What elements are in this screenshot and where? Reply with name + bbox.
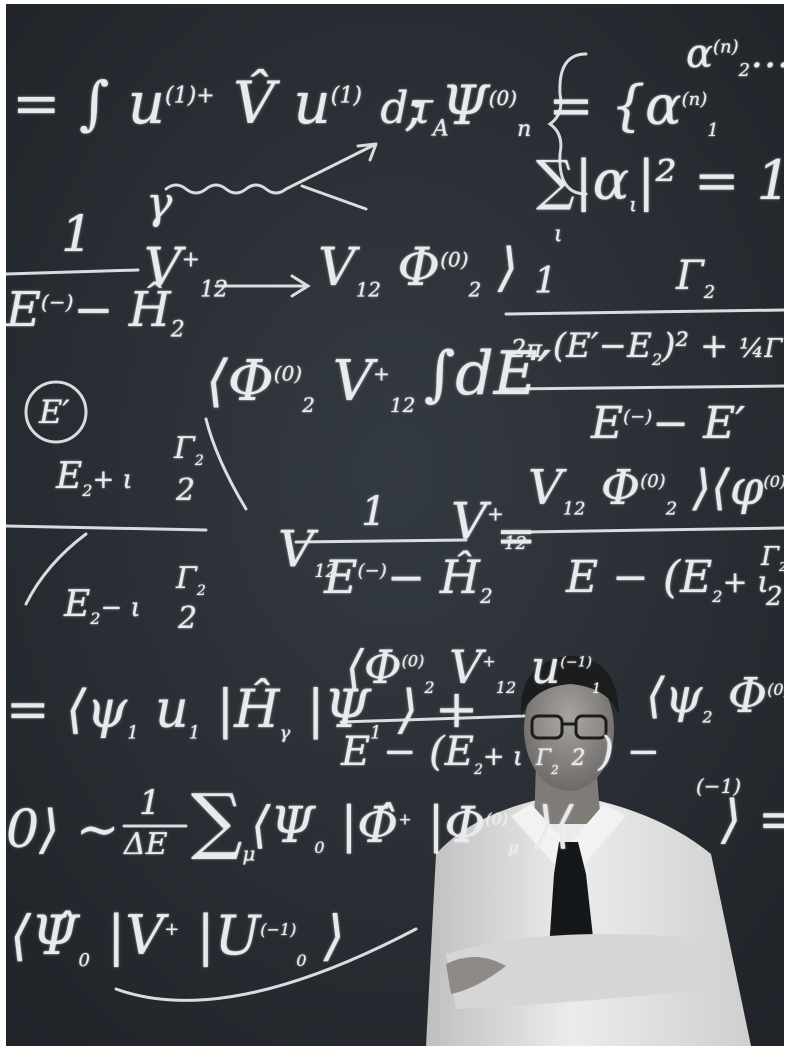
chalk-strokes [6, 52, 784, 1002]
collar-right [571, 804, 626, 864]
formula-bottom-frac-num: 1 [139, 783, 161, 823]
formula-bottom-sum: ∑μ [191, 778, 256, 866]
formula-pole-gamma-upper: Γ2 [174, 431, 204, 469]
formula-normalization: ∑|αι|² = 1 [536, 149, 784, 216]
formula-right-den-gamma: Γ2 [761, 542, 784, 573]
formula-bottom-right: ⟩ = [721, 790, 784, 850]
formula-v12-plus: V+12 [144, 238, 228, 303]
glasses [530, 714, 608, 740]
formula-pole-lower: E2− ι [64, 584, 141, 629]
formula-low-right: ⟨ψ2 Φ(0)2 |Ĥ [646, 668, 784, 727]
chalkboard-scene [6, 4, 784, 1046]
formula-lorentz-numerator-1: 1 [534, 261, 557, 302]
formula-mid-denominator: E(−)− Ĥ2 [324, 550, 493, 609]
formula-frac1-denominator: E(−)− Ĥ2 [6, 282, 185, 343]
formula-lorentz-numerator-gamma: Γ2 [676, 253, 716, 303]
formula-alpha-dots: α(n)2…α [686, 31, 784, 81]
formula-pole-two-lower: 2 [178, 601, 198, 636]
formula-mid-equals: = [496, 508, 537, 564]
crossed-arms [446, 934, 711, 1009]
formula-bottom-right-sup: (−1) [696, 774, 742, 798]
formula-gamma: γ [146, 178, 173, 229]
formula-integral-top: = ∫ u(1)+ V̂ u(1) dτA [12, 69, 449, 142]
hand [446, 956, 506, 994]
formula-low-denominator: E − (E2+ ι Γ2 2 ) − [341, 729, 661, 778]
chalkboard-photo: = ∫ u(1)+ V̂ u(1) dτA ; Ψ(0)n = {α(n)1 α… [6, 4, 784, 1046]
formula-right-numerator: V12 Φ(0)2 ⟩⟨φ(0)2 [528, 460, 784, 520]
formula-right-den-two: 2 [766, 582, 783, 612]
formula-bra-phi: ⟨Φ(0)2 V+12 [206, 349, 416, 418]
formula-lorentz-denominator: 2π (E′−E2)² + ¼Γ [511, 326, 783, 369]
formula-frac1-numerator: 1 [61, 205, 93, 263]
collar-left [511, 804, 566, 864]
formula-bottom-bracket: ⟨Ψ0 |Φ̂+ |Φ(0)μ ⟩⟨ [251, 796, 574, 857]
formula-pole-gamma-lower: Γ2 [176, 561, 206, 599]
formula-low-expectation: = ⟨ψ1 u1 |Ĥγ |Ψ1 ⟩ + [6, 680, 479, 744]
formula-sum-index: ι [554, 222, 563, 247]
formula-last-bracket: ⟨Ψ̂0 |V+ |U(−1)0 ⟩ [10, 904, 345, 971]
formula-v12-phi2: V12 Φ(0)2 ⟩ [318, 238, 519, 302]
formula-pole-upper: E2+ ι [56, 456, 133, 501]
formula-bottom-frac-den: ΔE [124, 827, 168, 862]
formula-integral-de: ∫dE′ [424, 339, 552, 409]
face [524, 667, 614, 791]
physicist-figure [426, 655, 751, 1046]
formula-right-denominator: E − (E2+ ι [566, 552, 769, 606]
formula-eprime-denominator: E(−)− E′ [591, 398, 746, 449]
formula-pole-two-upper: 2 [176, 473, 196, 508]
formula-psi-n: ; Ψ(0)n = {α(n)1 [406, 74, 719, 142]
formula-bottom-approx: 0⟩ ∼ [6, 800, 120, 860]
formula-mid-v12-plus: V+12 [451, 492, 527, 554]
formula-mid-numerator: 1 [361, 489, 387, 535]
formula-mid-v12: V12 [278, 520, 338, 582]
hair [520, 655, 619, 716]
formula-low-numerator: ⟨Φ(0)2 V+12 u(−1)1 [346, 640, 601, 698]
formula-circled-e: E′ [39, 393, 70, 431]
